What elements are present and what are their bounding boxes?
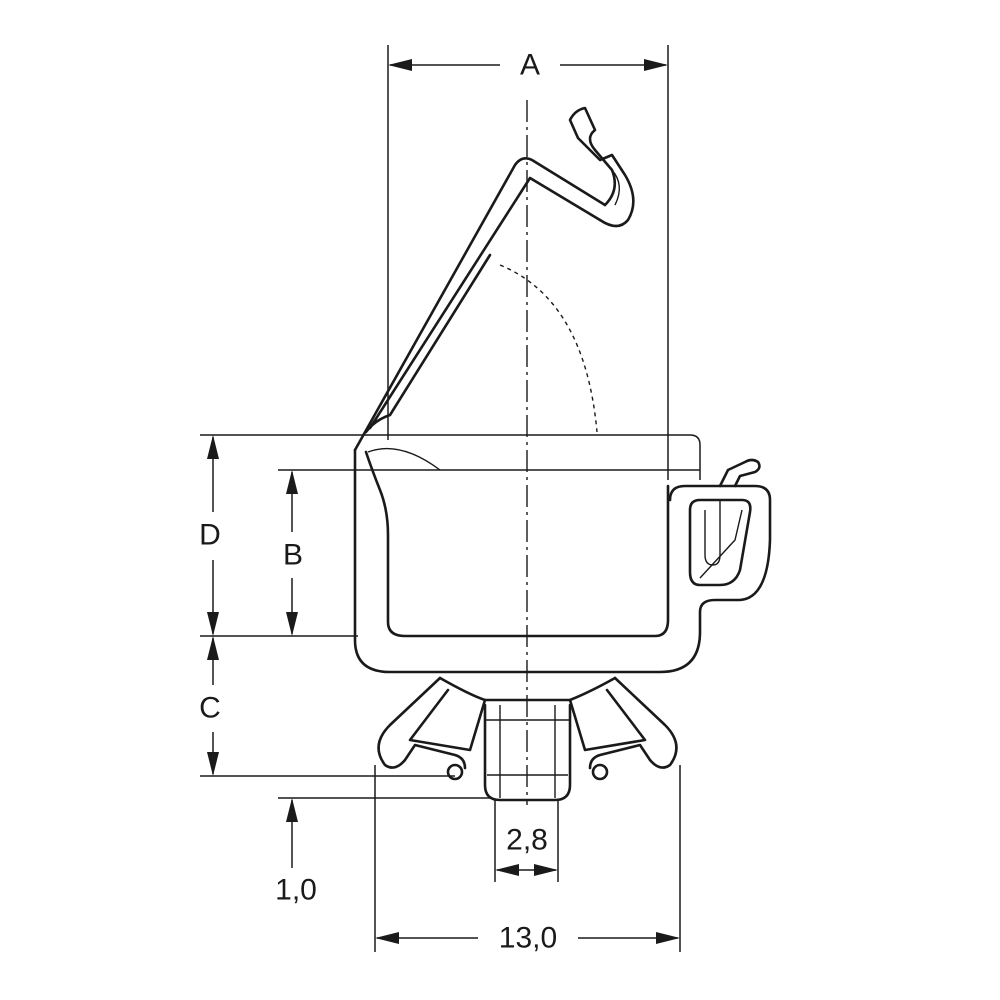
- dimension-pin-width: [495, 864, 558, 876]
- clip-part: [353, 106, 772, 802]
- extension-lines: [200, 45, 701, 952]
- label-D: D: [199, 519, 221, 552]
- label-base-width: 13,0: [499, 922, 557, 955]
- label-offset: 1,0: [275, 874, 317, 907]
- dimension-offset: [286, 798, 298, 868]
- dimension-D: [207, 435, 219, 636]
- dimension-B: [286, 470, 298, 636]
- label-A: A: [520, 49, 540, 82]
- label-B: B: [283, 539, 303, 572]
- dimension-C: [207, 636, 219, 776]
- dimension-A: [388, 59, 668, 71]
- dimension-base-width: [375, 932, 680, 944]
- label-C: C: [199, 692, 221, 725]
- label-pin-width: 2,8: [506, 824, 548, 857]
